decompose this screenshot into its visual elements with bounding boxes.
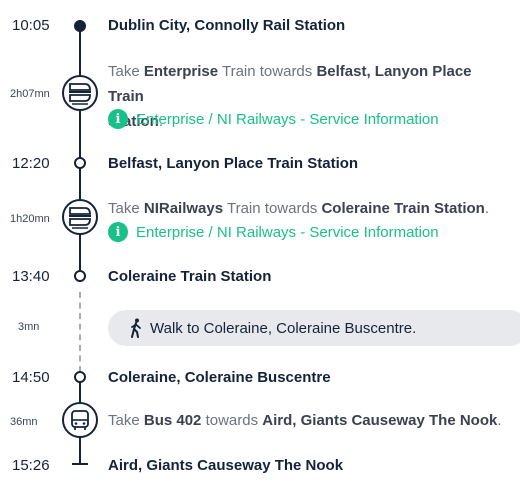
walk-icon	[131, 318, 141, 338]
stop-marker	[74, 157, 86, 169]
train-icon	[62, 199, 98, 235]
stop-time: 14:50	[12, 369, 50, 386]
info-icon: i	[108, 109, 128, 129]
walk-leg-pill[interactable]: Walk to Coleraine, Coleraine Buscentre.	[108, 310, 520, 346]
service-info-link[interactable]: i Enterprise / NI Railways - Service Inf…	[108, 109, 439, 129]
leg-line: Take NIRailways Train towards Coleraine …	[108, 200, 490, 217]
walk-label: Walk to Coleraine, Coleraine Buscentre.	[150, 319, 417, 337]
leg-description: Take Bus 402 towards Aird, Giants Causew…	[108, 408, 508, 433]
operator-name: Enterprise	[143, 63, 219, 80]
service-info-label: Enterprise / NI Railways - Service Infor…	[136, 110, 439, 128]
service-info-link[interactable]: i Enterprise / NI Railways - Service Inf…	[108, 222, 439, 242]
service-info-label: Enterprise / NI Railways - Service Infor…	[136, 223, 439, 241]
stop-name[interactable]: Dublin City, Connolly Rail Station	[108, 17, 346, 34]
walk-dashed-line	[79, 292, 81, 372]
stop-time: 15:26	[12, 457, 50, 474]
leg-duration: 3mn	[18, 321, 40, 333]
stop-marker	[74, 371, 86, 383]
stop-name[interactable]: Coleraine Train Station	[108, 268, 272, 285]
bus-icon	[62, 402, 98, 438]
info-icon: i	[108, 222, 128, 242]
destination-name: Belfast, Lanyon Place Train	[108, 63, 472, 105]
service-name: Bus 402	[143, 412, 202, 429]
stop-time: 12:20	[12, 155, 50, 172]
leg-line: Take Enterprise Train towards Belfast, L…	[108, 63, 472, 105]
stop-marker	[74, 270, 86, 282]
leg-duration: 36mn	[10, 416, 38, 428]
train-icon	[62, 75, 98, 111]
stop-name[interactable]: Coleraine, Coleraine Buscentre	[108, 369, 331, 386]
leg-line: Take Bus 402 towards Aird, Giants Causew…	[108, 412, 502, 429]
stop-time: 10:05	[12, 17, 50, 34]
stop-name[interactable]: Belfast, Lanyon Place Train Station	[108, 155, 359, 172]
destination-marker	[72, 463, 88, 465]
stop-time: 13:40	[12, 268, 50, 285]
leg-duration: 2h07mn	[10, 88, 50, 100]
origin-marker	[74, 20, 86, 32]
leg-duration: 1h20mn	[10, 213, 50, 225]
destination-name: Coleraine Train Station	[321, 200, 485, 217]
stop-name[interactable]: Aird, Giants Causeway The Nook	[108, 457, 344, 474]
operator-name: NIRailways	[143, 200, 224, 217]
leg-description: Take NIRailways Train towards Coleraine …	[108, 196, 508, 221]
destination-name: Aird, Giants Causeway The Nook	[262, 412, 498, 429]
timeline-line	[79, 26, 81, 282]
leg-description: Take Enterprise Train towards Belfast, L…	[108, 59, 508, 134]
